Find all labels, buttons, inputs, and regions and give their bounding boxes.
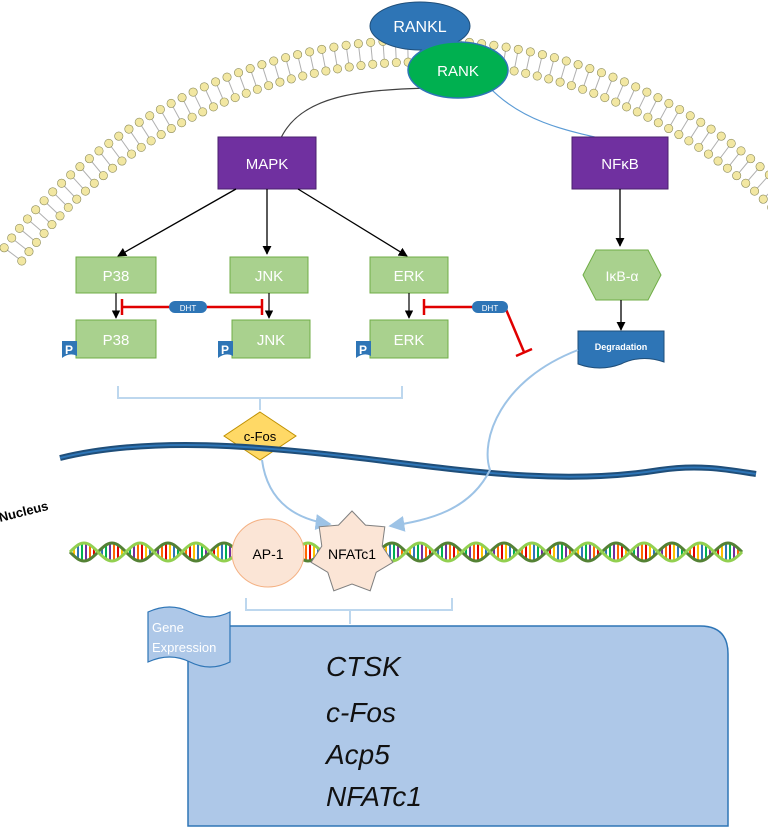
dna-helix [68, 541, 744, 563]
erk-phospho-node: ERK [369, 319, 449, 359]
dht-label-left: DHT [180, 304, 197, 313]
ikb-alpha-node: IκB-α [582, 249, 662, 301]
mapk-products-bracket [117, 386, 403, 410]
phospho-p38-label: P [65, 343, 73, 357]
cfos-label: c-Fos [244, 429, 277, 444]
degradation-label: Degradation [595, 342, 648, 352]
jnk-phospho-node: JNK [231, 319, 311, 359]
rank-receptor: RANK [407, 41, 509, 99]
gene-expression-box [187, 625, 729, 827]
ikb-alpha-label: IκB-α [606, 268, 639, 284]
ap1-node: AP-1 [231, 518, 305, 588]
degradation-node: Degradation [577, 330, 665, 369]
p38-phospho-node: P38 [75, 319, 157, 359]
jnk-node: JNK [229, 256, 309, 294]
phospho-flag-p38: P [62, 341, 77, 358]
mapk-to-erk-arrow [297, 188, 408, 257]
gene-cfos: c-Fos [326, 697, 396, 728]
rankl-ligand: RANKL [369, 1, 471, 51]
gene-expression-flag: Gene Expression [147, 606, 231, 668]
erk-node: ERK [369, 256, 449, 294]
phospho-jnk-label: P [221, 343, 229, 357]
phospho-flag-jnk: P [218, 341, 233, 358]
rank-label: RANK [437, 63, 479, 80]
erk-phospho-label: ERK [394, 332, 425, 349]
nfatc1-label: NFATc1 [328, 546, 376, 562]
ap1-label: AP-1 [252, 546, 283, 562]
rank-to-mapk-line [279, 87, 429, 141]
phospho-flag-erk: P [356, 341, 371, 358]
cfos-to-nfatc1-arrow [261, 459, 332, 531]
rankl-label: RANKL [393, 19, 446, 36]
dht-label-right: DHT [482, 304, 499, 313]
mapk-to-p38-arrow [117, 188, 237, 257]
nfatc1-node: NFATc1 [310, 510, 394, 592]
dht-inhibition-p38-jnk: DHT [120, 299, 264, 315]
gene-nfatc1: NFATc1 [326, 781, 422, 812]
phospho-erk-label: P [359, 343, 367, 357]
nfkb-label: NFκB [601, 156, 639, 173]
jnk-phospho-label: JNK [257, 332, 285, 349]
rank-to-nfkb-line [487, 85, 619, 143]
gene-expression-label-2: Expression [152, 640, 216, 655]
dht-inhibition-erk-degradation: DHT [422, 299, 533, 358]
p38-label: P38 [103, 268, 130, 285]
gene-ctsk: CTSK [326, 651, 402, 682]
nucleus-label: Nucleus [0, 498, 50, 525]
gene-expression-label-1: Gene [152, 620, 184, 635]
mapk-label: MAPK [246, 156, 289, 173]
degradation-to-nfatc1-arrow [388, 349, 579, 532]
p38-node: P38 [75, 256, 157, 294]
gene-acp5: Acp5 [324, 739, 390, 770]
nuclear-envelope-inner [59, 443, 757, 478]
erk-label: ERK [394, 268, 425, 285]
mapk-node: MAPK [217, 136, 317, 190]
p38-phospho-label: P38 [103, 332, 130, 349]
jnk-label: JNK [255, 268, 283, 285]
nfkb-node: NFκB [571, 136, 669, 190]
tf-bracket [245, 598, 453, 624]
